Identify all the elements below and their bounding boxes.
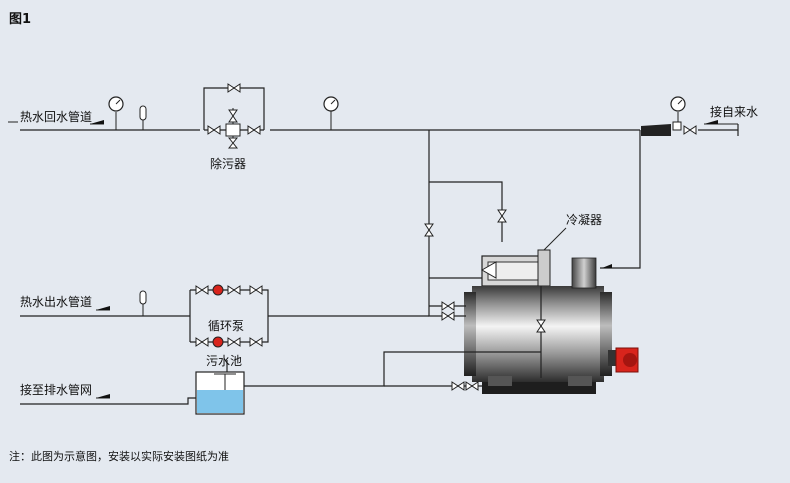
condenser-unit: [480, 227, 567, 287]
thermometer-icon: [139, 290, 147, 316]
label-condenser: 冷凝器: [566, 212, 602, 227]
supply-flow-arrowhead: [96, 306, 110, 310]
return-line: [8, 87, 739, 136]
pump-icon: [212, 284, 224, 296]
thermometer-icon: [139, 105, 147, 130]
boiler-icon: [464, 257, 612, 394]
drain-piping: [20, 351, 541, 405]
sewage-pool: [195, 371, 245, 415]
pump-icon: [212, 336, 224, 348]
burner-icon: [608, 347, 639, 373]
pump-row-upper: [195, 284, 263, 296]
tap-water-inlet: [641, 96, 697, 136]
label-hot-water-supply: 热水出水管道: [20, 294, 92, 309]
pressure-gauge-icon: [108, 96, 124, 130]
desilter-assembly: [207, 108, 261, 149]
label-hot-water-return: 热水回水管道: [20, 109, 92, 124]
label-desilter: 除污器: [210, 156, 246, 171]
figure-note: 注：此图为示意图，安装以实际安装图纸为准: [9, 449, 229, 463]
pump-row-lower: [195, 336, 263, 348]
label-sewage-pool: 污水池: [206, 354, 242, 368]
return-flow-arrowhead: [90, 120, 104, 124]
drain-flow-arrowhead: [96, 394, 110, 398]
valve-icon: [227, 83, 241, 93]
label-tap-water: 接自来水: [710, 104, 758, 119]
makeup-arrowhead: [602, 264, 612, 268]
figure-label: 图1: [9, 12, 31, 27]
tap-flow-arrowhead: [704, 120, 718, 124]
makeup-riser: [600, 130, 641, 269]
pressure-gauge-icon: [323, 96, 339, 130]
condenser-piping: [424, 130, 507, 306]
label-drain-network: 接至排水管网: [20, 382, 92, 397]
label-circulation-pump: 循环泵: [208, 319, 244, 333]
boiler-inlet-valves: [441, 301, 455, 321]
